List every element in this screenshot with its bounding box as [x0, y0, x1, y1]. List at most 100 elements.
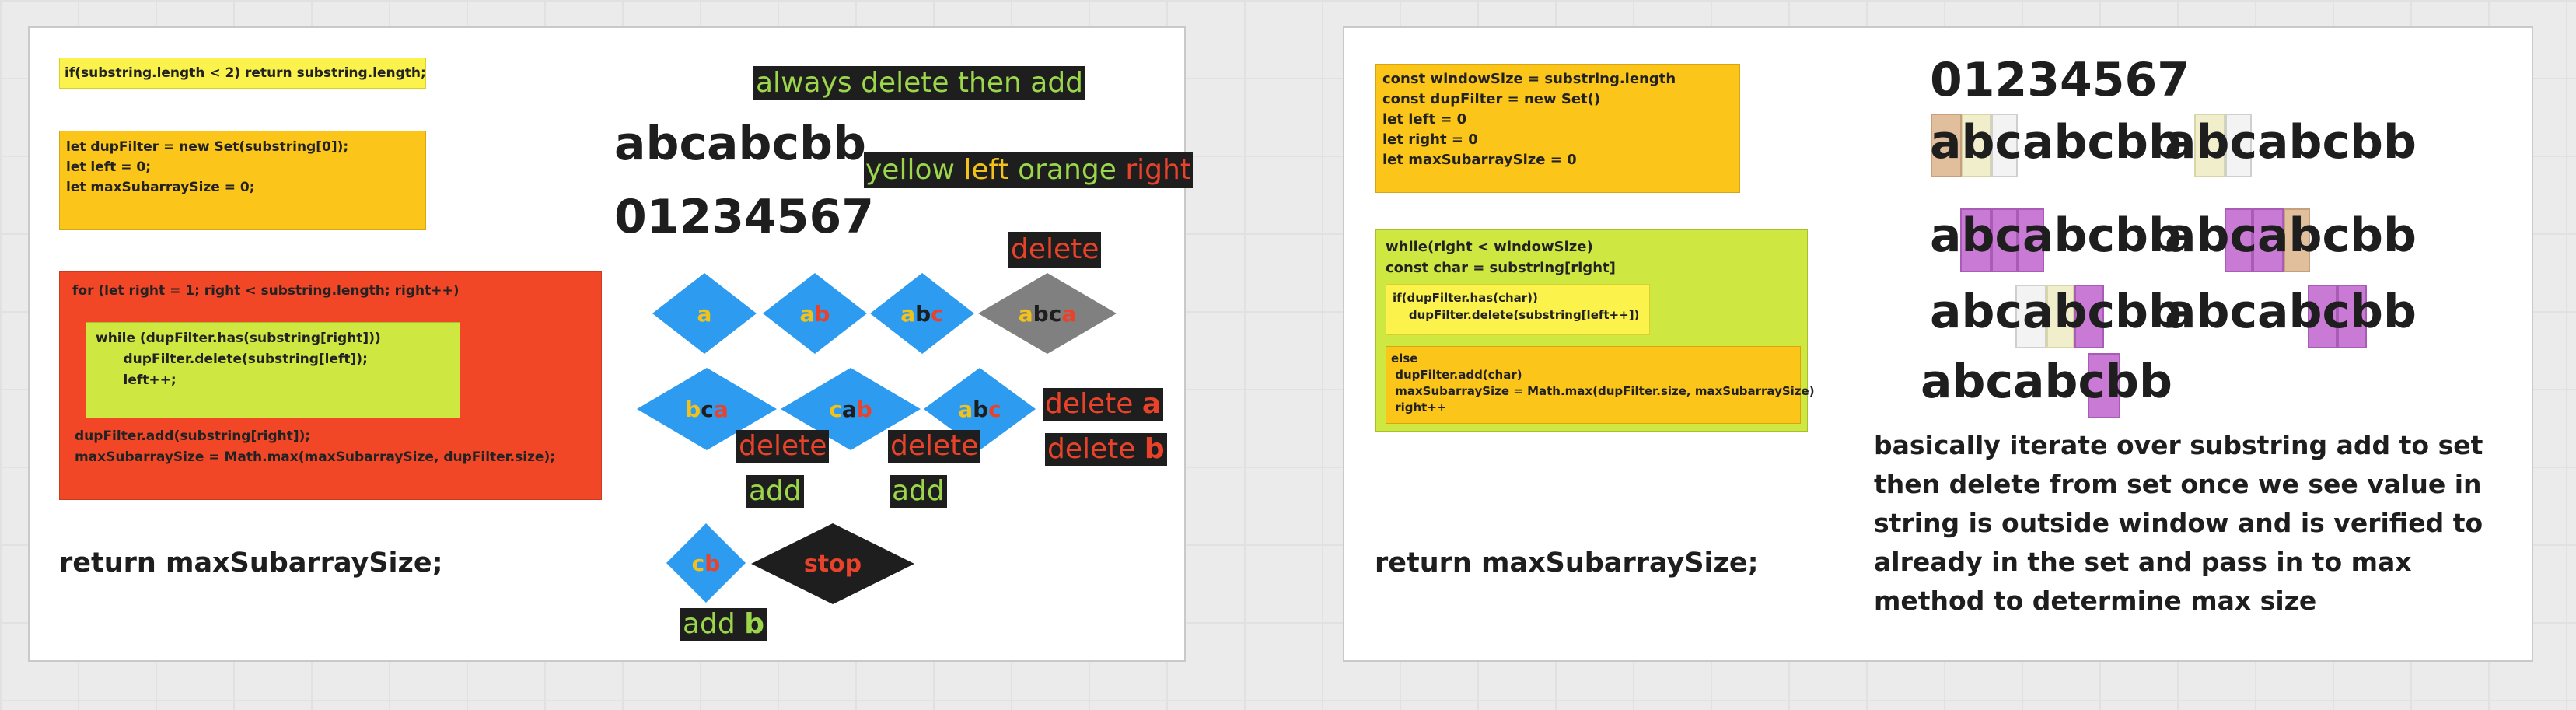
window-string-7[interactable]: abcabcbb [1921, 355, 2172, 409]
add-word: add [683, 608, 736, 640]
diamond-char: a [1018, 300, 1033, 327]
legend-right: right [1125, 154, 1191, 186]
diamond-char: b [973, 396, 989, 422]
example-string-left[interactable]: abcabcbb [614, 117, 866, 171]
legend-yellow: yellow [865, 154, 955, 186]
sticky-note-else[interactable]: else dupFilter.add(char) maxSubarraySize… [1386, 346, 1815, 424]
delete-label-1[interactable]: delete [736, 430, 830, 463]
return-text-left[interactable]: return maxSubarraySize; [59, 547, 443, 579]
window-string-1[interactable]: abcabcbb [1930, 115, 2182, 170]
diamond-char: c [691, 550, 705, 576]
note-line: let dupFilter = new Set(substring[0]); [66, 139, 349, 155]
note-text: if(substring.length < 2) return substrin… [65, 65, 426, 81]
delete-label-top[interactable]: delete [1008, 232, 1102, 268]
return-text-right[interactable]: return maxSubarraySize; [1375, 547, 1759, 579]
delete-label-2[interactable]: delete [888, 430, 981, 463]
always-delete-then-add-label[interactable]: always delete then add [753, 66, 1086, 100]
diamond-char: b [814, 300, 830, 327]
note-line: const dupFilter = new Set() [1382, 91, 1601, 107]
index-digits-left[interactable]: 01234567 [614, 190, 874, 244]
note-line: while(right < windowSize) [1386, 239, 1593, 255]
note-line: left++; [96, 372, 177, 388]
highlight-cell [2088, 353, 2120, 418]
diamond-char: c [988, 396, 1001, 422]
window-string-2[interactable]: abcabcbb [2165, 115, 2417, 170]
delete-word: delete [1047, 433, 1136, 465]
index-digits-right[interactable]: 01234567 [1930, 53, 2190, 107]
note-line: dupFilter.delete(substring[left++]) [1393, 308, 1640, 322]
highlight-cell [1991, 114, 2018, 177]
diamond-char: b [1033, 300, 1049, 327]
explanation-line: already in the set and pass in to max [1874, 547, 2412, 577]
highlight-cell [2194, 114, 2225, 177]
note-line: maxSubarraySize = Math.max(dupFilter.siz… [1391, 384, 1815, 398]
diamond-char: a [799, 300, 815, 327]
highlight-cell [2253, 208, 2284, 272]
note-line: right++ [1391, 400, 1447, 414]
window-string-5[interactable]: abcabcbb [1930, 285, 2182, 339]
note-line: const windowSize = substring.length [1382, 71, 1676, 87]
delete-word: delete [1045, 388, 1134, 420]
diamond-shape [924, 368, 1036, 450]
diamond-char: a [841, 396, 857, 422]
diamond-shape [978, 273, 1117, 354]
window-diamond-1[interactable]: a [652, 272, 757, 355]
highlight-cell [2308, 285, 2337, 348]
note-line: dupFilter.add(char) [1391, 368, 1522, 382]
diamond-shape [652, 273, 757, 354]
add-b-label[interactable]: add b [680, 608, 767, 641]
note-line: maxSubarraySize = Math.max(maxSubarraySi… [75, 449, 556, 465]
diamond-char: b [856, 396, 872, 422]
delete-b-label[interactable]: delete b [1045, 433, 1167, 466]
diamond-char: a [697, 300, 712, 327]
sticky-note-length-check[interactable]: if(substring.length < 2) return substrin… [59, 58, 426, 89]
window-string-3[interactable]: abcabcbb [1930, 208, 2182, 263]
delete-a-label[interactable]: delete a [1043, 388, 1164, 421]
diamond-shape [751, 523, 914, 604]
sticky-note-if[interactable]: if(dupFilter.has(char)) dupFilter.delete… [1386, 284, 1650, 335]
diamond-shape [763, 273, 867, 354]
explanation-line: then delete from set once we see value i… [1874, 469, 2482, 499]
legend-left: left [963, 154, 1009, 186]
delete-char: a [1141, 388, 1162, 420]
diamond-char: c [931, 300, 944, 327]
delete-char: b [1144, 433, 1165, 465]
sticky-note-while-loop[interactable]: while (dupFilter.has(substring[right])) … [86, 322, 460, 418]
note-line: let maxSubarraySize = 0 [1382, 152, 1577, 168]
diamond-char: a [900, 300, 916, 327]
diamond-shape [781, 368, 921, 450]
note-line: const char = substring[right] [1386, 260, 1616, 276]
stop-label: stop [803, 550, 862, 578]
window-string-4[interactable]: abcabcbb [2165, 208, 2417, 263]
explanation-text[interactable]: basically iterate over substring add to … [1874, 426, 2496, 621]
diamond-char: a [958, 396, 973, 422]
sticky-note-init[interactable]: let dupFilter = new Set(substring[0]); l… [59, 131, 426, 230]
highlight-cell [2018, 208, 2044, 272]
add-label-1[interactable]: add [746, 475, 804, 508]
diamond-char: c [829, 396, 842, 422]
color-legend[interactable]: yellow left orange right [864, 152, 1193, 188]
window-string-6[interactable]: abcabcbb [2165, 285, 2417, 339]
sticky-note-vars[interactable]: const windowSize = substring.length cons… [1375, 64, 1740, 193]
explanation-line: basically iterate over substring add to … [1874, 430, 2483, 460]
legend-orange: orange [1018, 154, 1117, 186]
add-label-2[interactable]: add [890, 475, 947, 508]
stop-diamond[interactable]: stop [750, 523, 915, 605]
explanation-line: method to determine max size [1874, 586, 2317, 616]
note-line: let left = 0 [1382, 111, 1467, 128]
note-line: if(dupFilter.has(char)) [1393, 291, 1538, 305]
highlight-cell [1960, 208, 1991, 272]
note-line: dupFilter.delete(substring[left]); [96, 352, 368, 367]
